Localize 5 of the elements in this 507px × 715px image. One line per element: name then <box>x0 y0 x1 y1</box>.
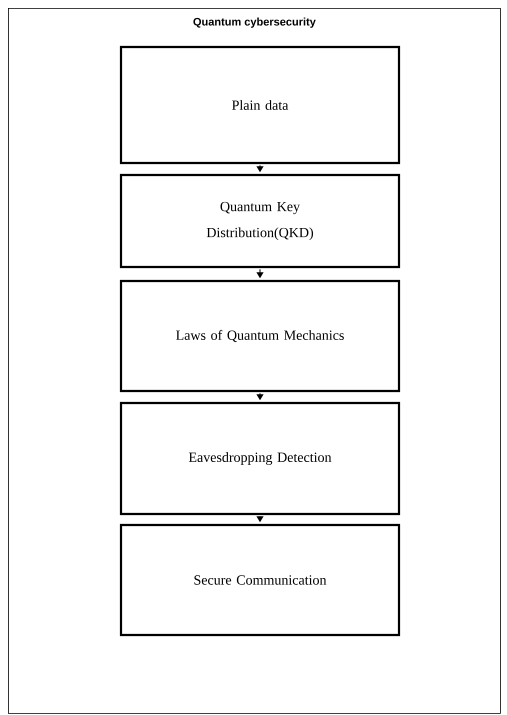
process-box: Laws of Quantum Mechanics <box>120 280 400 392</box>
process-box: Secure Communication <box>120 524 400 636</box>
process-box: Eavesdropping Detection <box>120 402 400 516</box>
process-box: Quantum Key Distribution(QKD) <box>120 174 400 268</box>
process-box: Plain data <box>120 46 400 164</box>
